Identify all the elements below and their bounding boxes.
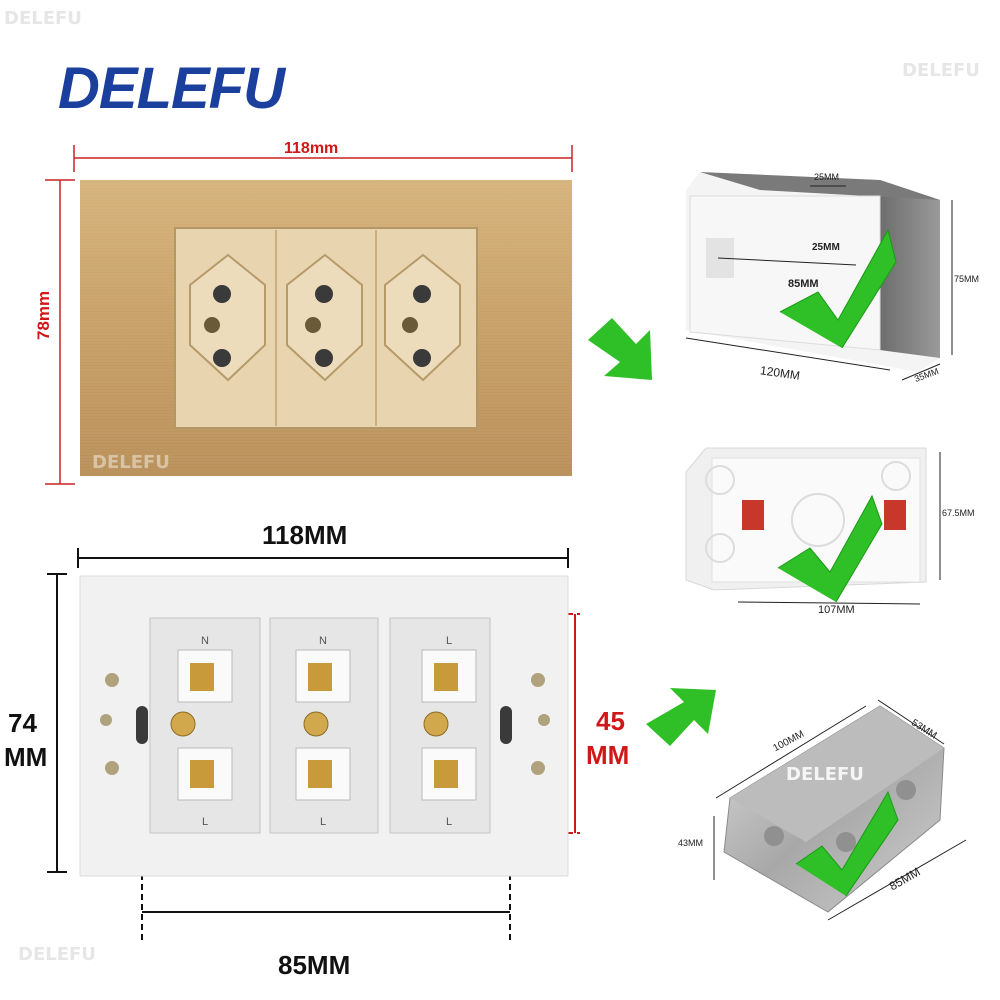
back-height-label-line1: 74 bbox=[8, 708, 37, 738]
screw-spacing-label: 85MM bbox=[278, 950, 351, 980]
watermark-bottom-left: DELEFU bbox=[18, 944, 96, 965]
front-watermark: DELEFU bbox=[92, 452, 170, 473]
outlet-3 bbox=[384, 253, 461, 382]
terminal-letter-n-1: N bbox=[201, 635, 209, 647]
check-icon-3 bbox=[795, 790, 899, 897]
module-3 bbox=[389, 617, 491, 834]
terminal-letter-l-2: L bbox=[320, 816, 326, 828]
check-icon-1 bbox=[779, 228, 897, 349]
front-height-dimension bbox=[45, 179, 75, 485]
box1-label-depth: 85MM bbox=[788, 278, 819, 290]
box3-watermark: DELEFU bbox=[786, 764, 864, 785]
module-1 bbox=[149, 617, 261, 834]
terminal-label-line1: 45 bbox=[596, 706, 625, 736]
module-2 bbox=[269, 617, 379, 834]
arrow-icon-top bbox=[588, 318, 652, 380]
check-icon-2 bbox=[777, 494, 883, 603]
box1-label-height: 75MM bbox=[954, 274, 980, 284]
brand-logo-text: DELEFU bbox=[58, 56, 285, 121]
terminal-letter-l-1: L bbox=[202, 816, 208, 828]
watermark-top-left: DELEFU bbox=[4, 8, 82, 29]
back-height-dimension bbox=[47, 573, 67, 873]
box1-label-top: 25MM bbox=[814, 172, 840, 182]
box3-label-height: 43MM bbox=[678, 838, 704, 848]
front-width-dimension bbox=[73, 145, 573, 172]
front-height-label: 78mm bbox=[34, 290, 53, 340]
plastic-box-cassette bbox=[685, 447, 941, 605]
brand-logo: DELEFU bbox=[58, 55, 285, 122]
box2-label-height: 67.5MM bbox=[942, 508, 975, 518]
watermark-top-right: DELEFU bbox=[902, 60, 980, 81]
metal-box bbox=[713, 699, 967, 921]
terminal-label-line2: MM bbox=[586, 740, 630, 770]
back-width-dimension bbox=[77, 548, 569, 568]
box2-label-width: 107MM bbox=[818, 604, 855, 616]
outlet-1 bbox=[189, 253, 266, 382]
back-height-label-line2: MM bbox=[4, 742, 48, 772]
terminal-letter-l-4: L bbox=[446, 816, 452, 828]
front-width-label: 118mm bbox=[284, 140, 339, 157]
outlet-2 bbox=[286, 253, 363, 382]
arrow-icon-bottom bbox=[646, 688, 716, 746]
back-width-label: 118MM bbox=[262, 520, 348, 550]
terminal-letter-l-3: L bbox=[446, 635, 452, 647]
box1-label-inner: 25MM bbox=[812, 242, 840, 253]
plastic-box-large bbox=[685, 172, 953, 381]
terminal-letter-n-2: N bbox=[319, 635, 327, 647]
